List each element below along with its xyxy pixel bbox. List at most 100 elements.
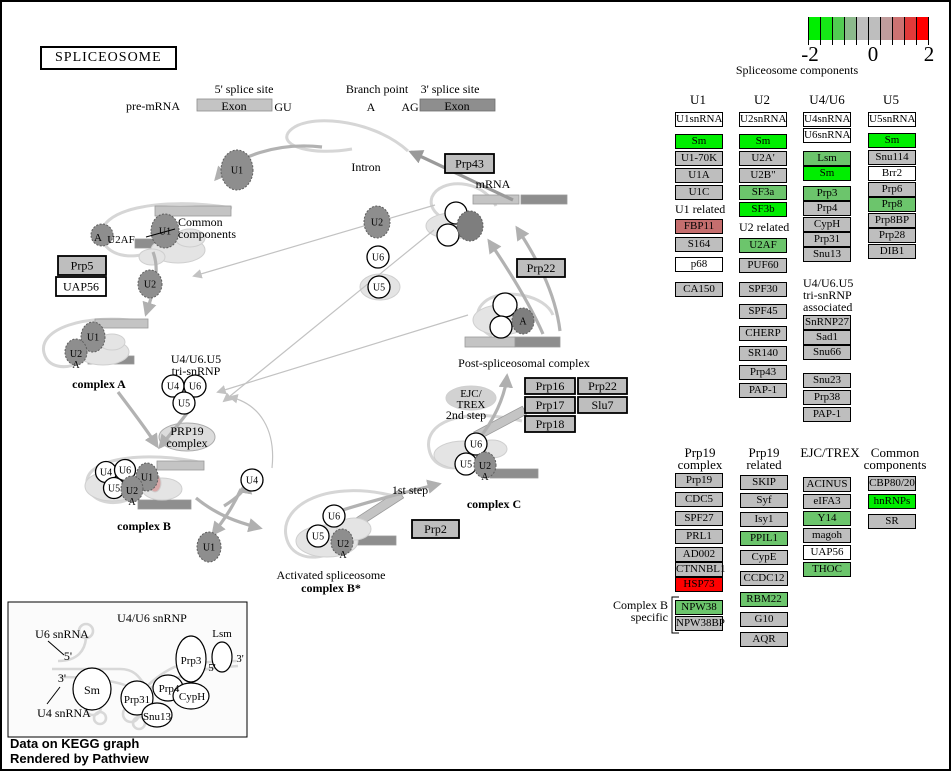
gene-box-sf3b[interactable]: SF3b — [739, 202, 787, 217]
gene-box-prp4[interactable]: Prp4 — [803, 201, 851, 216]
gene-box-sm[interactable]: Sm — [739, 134, 787, 149]
gene-box-prp31[interactable]: Prp31 — [803, 232, 851, 247]
gene-box-fbp11[interactable]: FBP11 — [675, 219, 723, 234]
gene-box-cdc5[interactable]: CDC5 — [675, 492, 723, 507]
gene-box-npw38bp[interactable]: NPW38BP — [675, 616, 725, 631]
gene-box-u2b-[interactable]: U2B" — [739, 168, 787, 183]
gene-box-prp6[interactable]: Prp6 — [868, 182, 916, 197]
gene-box-prp3[interactable]: Prp3 — [803, 186, 851, 201]
gene-box-eifa3[interactable]: eIFA3 — [803, 494, 851, 509]
gene-box-snu66[interactable]: Snu66 — [803, 345, 851, 360]
gene-box-u2af[interactable]: U2AF — [739, 238, 787, 253]
gene-box-lsm[interactable]: Lsm — [803, 151, 851, 166]
diagram-label: Activated spliceosome — [277, 568, 386, 582]
snrnp-circle-u6 — [464, 432, 488, 456]
pathway-title-box: SPLICEOSOME — [40, 46, 177, 70]
gene-box-pap-1[interactable]: PAP-1 — [739, 383, 787, 398]
gene-box-sm[interactable]: Sm — [675, 134, 723, 149]
gene-box-u1a[interactable]: U1A — [675, 168, 723, 183]
gene-box-spf45[interactable]: SPF45 — [739, 304, 787, 319]
gene-box-sm[interactable]: Sm — [868, 133, 916, 148]
gene-box-dib1[interactable]: DIB1 — [868, 244, 916, 259]
gene-box-prp19[interactable]: Prp19 — [675, 473, 723, 488]
gene-box-sr140[interactable]: SR140 — [739, 346, 787, 361]
pointer-line — [47, 640, 65, 656]
gene-box-uap56[interactable] — [55, 276, 107, 297]
gene-box-hsp73[interactable]: HSP73 — [675, 577, 723, 592]
gene-box-thoc[interactable]: THOC — [803, 562, 851, 577]
gene-box-pap-1[interactable]: PAP-1 — [803, 407, 851, 422]
gene-box-prp8bp[interactable]: Prp8BP — [868, 213, 916, 228]
gene-box-cyph[interactable]: CypH — [803, 217, 851, 232]
gene-box-ctnnbl1[interactable]: CTNNBL1 — [675, 562, 726, 577]
gene-box-isy1[interactable]: Isy1 — [740, 512, 788, 527]
gene-box-prp43[interactable]: Prp43 — [739, 365, 787, 380]
gene-box-rbm22[interactable]: RBM22 — [740, 592, 788, 607]
gene-box-snu114[interactable]: Snu114 — [868, 150, 916, 165]
gene-box-y14[interactable]: Y14 — [803, 511, 851, 526]
gene-box-cherp[interactable]: CHERP — [739, 326, 787, 341]
gene-box-spf30[interactable]: SPF30 — [739, 282, 787, 297]
gene-box-magoh[interactable]: magoh — [803, 528, 851, 543]
gene-box-sad1[interactable]: Sad1 — [803, 330, 851, 345]
gene-box-npw38[interactable]: NPW38 — [675, 600, 723, 615]
gene-box-prp5[interactable] — [57, 255, 107, 276]
gene-box-aqr[interactable]: AQR — [740, 632, 788, 647]
gene-box-syf[interactable]: Syf — [740, 493, 788, 508]
gene-box-prp22[interactable] — [516, 258, 566, 278]
snrnp-circle-u5 — [306, 524, 330, 548]
gene-box-snu13[interactable]: Snu13 — [803, 247, 851, 262]
panel-group-header: related — [746, 457, 782, 472]
gene-box-s164[interactable]: S164 — [675, 237, 723, 252]
legend-segment — [916, 17, 928, 40]
panel-group-header: components — [863, 457, 927, 472]
snrnp-circle-label: U5 — [312, 532, 324, 543]
gene-box-slu7[interactable] — [577, 396, 628, 414]
gene-box-u4snrna[interactable]: U4snRNA — [803, 112, 851, 127]
gene-box-sr[interactable]: SR — [868, 514, 916, 529]
gene-box-cbp80-20[interactable]: CBP80/20 — [868, 476, 916, 491]
gene-box-ca150[interactable]: CA150 — [675, 282, 723, 297]
gene-box-ad002[interactable]: AD002 — [675, 547, 723, 562]
gene-box-prp28[interactable]: Prp28 — [868, 228, 916, 243]
gene-box-prl1[interactable]: PRL1 — [675, 529, 723, 544]
gene-box-cype[interactable]: CypE — [740, 550, 788, 565]
gene-box-hnrnps[interactable]: hnRNPs — [868, 494, 916, 509]
gene-box-u1c[interactable]: U1C — [675, 185, 723, 200]
snrnp-circle-label: U6 — [119, 466, 131, 477]
gene-box-prp22[interactable] — [577, 377, 628, 395]
gene-box-puf60[interactable]: PUF60 — [739, 258, 787, 273]
gene-box-snu23[interactable]: Snu23 — [803, 373, 851, 388]
gene-box-u6snrna[interactable]: U6snRNA — [803, 128, 851, 143]
gene-box-u5snrna[interactable]: U5snRNA — [868, 112, 916, 127]
gene-box-u1snrna[interactable]: U1snRNA — [675, 112, 723, 127]
gene-box-prp16[interactable] — [524, 377, 576, 395]
gene-box-g10[interactable]: G10 — [740, 612, 788, 627]
snrnp-circle-label: U5 — [108, 484, 120, 495]
gene-box-prp17[interactable] — [524, 396, 576, 414]
gene-box-uap56[interactable]: UAP56 — [803, 545, 851, 560]
recycle-arrow — [222, 229, 435, 403]
gene-box-spf27[interactable]: SPF27 — [675, 511, 723, 526]
gene-box-sm[interactable]: Sm — [803, 166, 851, 181]
gene-box-prp43[interactable] — [444, 153, 495, 174]
gene-box-ccdc12[interactable]: CCDC12 — [740, 571, 788, 586]
gene-box-u2snrna[interactable]: U2snRNA — [739, 112, 787, 127]
gene-box-sf3a[interactable]: SF3a — [739, 185, 787, 200]
gene-box-prp2[interactable] — [411, 519, 460, 539]
gene-box-prp38[interactable]: Prp38 — [803, 390, 851, 405]
legend-segment — [820, 17, 832, 40]
complex-b-specific-label: Complex B — [612, 598, 668, 612]
gene-box-ppil1[interactable]: PPIL1 — [740, 531, 788, 546]
gene-box-prp8[interactable]: Prp8 — [868, 197, 916, 212]
gene-box-u1-70k[interactable]: U1-70K — [675, 151, 723, 166]
legend-segment — [904, 17, 916, 40]
gene-box-skip[interactable]: SKIP — [740, 475, 788, 490]
gene-box-p68[interactable]: p68 — [675, 257, 723, 272]
rna-loop — [285, 119, 410, 153]
gene-box-brr2[interactable]: Brr2 — [868, 166, 916, 181]
gene-box-prp18[interactable] — [524, 415, 576, 433]
gene-box-u2a-[interactable]: U2A' — [739, 151, 787, 166]
gene-box-snrnp27[interactable]: SnRNP27 — [803, 315, 851, 330]
gene-box-acinus[interactable]: ACINUS — [803, 477, 851, 492]
